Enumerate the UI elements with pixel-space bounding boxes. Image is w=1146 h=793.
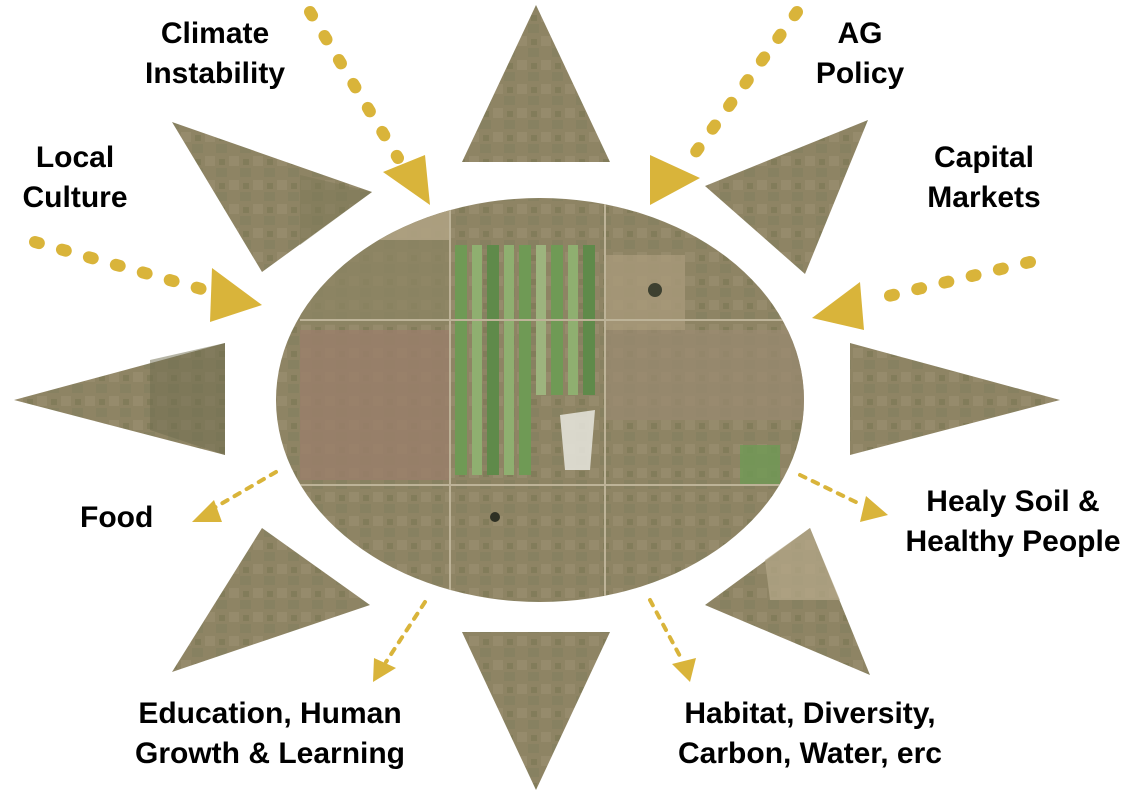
ray-bottom-right — [705, 528, 870, 675]
ray-top-right — [705, 120, 868, 274]
ray-left-patch — [150, 343, 225, 455]
arrow-habitat — [648, 598, 696, 682]
label-climate-instability: Climate Instability — [134, 14, 296, 94]
label-local-line1: Local — [35, 141, 115, 174]
label-healthy-line2: Healthy People — [905, 525, 1121, 558]
label-climate-line2: Instability — [144, 57, 286, 90]
label-education-line2: Growth & Learning — [135, 737, 405, 770]
label-healthy-soil-people: Healy Soil & Healthy People — [888, 482, 1138, 562]
arrow-food — [192, 470, 278, 522]
label-ag-policy: AG Policy — [810, 14, 910, 94]
arrow-healthy — [798, 473, 888, 522]
label-ag-line1: AG — [837, 17, 883, 50]
arrow-climate — [304, 6, 430, 205]
label-capital-markets: Capital Markets — [910, 138, 1058, 218]
label-food-line1: Food — [80, 501, 154, 534]
label-ag-line2: Policy — [815, 57, 905, 90]
ray-bottom — [462, 632, 610, 790]
sun-rays — [14, 5, 1060, 790]
central-field-oval — [276, 198, 804, 602]
arrow-capital-markets — [812, 256, 1036, 330]
label-habitat-line2: Carbon, Water, erc — [678, 737, 942, 770]
ray-bottom-right-patch — [765, 528, 840, 600]
label-capital-line1: Capital — [933, 141, 1035, 174]
label-climate-line1: Climate — [160, 17, 270, 50]
label-local-culture: Local Culture — [10, 138, 140, 218]
arrow-education — [373, 600, 427, 682]
label-education-line1: Education, Human — [138, 697, 402, 730]
ray-right — [850, 343, 1060, 455]
arrow-ag-policy — [650, 6, 803, 205]
ray-top-left-patch — [300, 175, 372, 245]
input-arrows — [29, 6, 1036, 330]
ray-top-left — [172, 122, 372, 272]
ray-top — [462, 5, 610, 162]
arrow-local-culture — [29, 236, 262, 322]
ray-bottom-left — [172, 528, 370, 672]
label-capital-line2: Markets — [927, 181, 1041, 214]
label-education: Education, Human Growth & Learning — [108, 694, 432, 774]
output-arrows — [192, 470, 888, 682]
label-healthy-line1: Healy Soil & — [926, 485, 1100, 518]
label-habitat-line1: Habitat, Diversity, — [684, 697, 936, 730]
label-local-line2: Culture — [22, 181, 128, 214]
label-habitat: Habitat, Diversity, Carbon, Water, erc — [648, 694, 972, 774]
label-food: Food — [80, 498, 170, 538]
